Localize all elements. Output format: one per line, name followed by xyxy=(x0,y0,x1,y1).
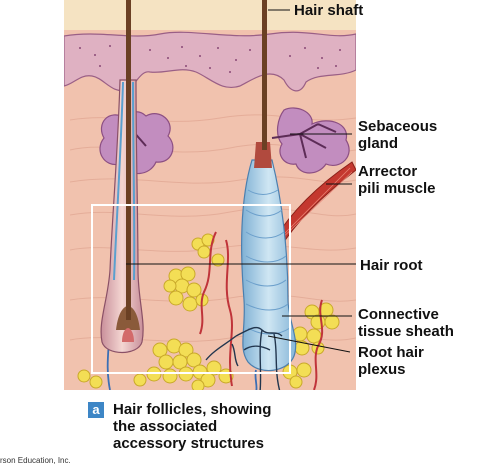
label-arrector-pili-line1: Arrector xyxy=(358,163,418,180)
copyright-notice: rson Education, Inc. xyxy=(0,456,71,465)
hair-root-right xyxy=(254,142,272,168)
caption-line3: accessory structures xyxy=(113,435,264,452)
label-connective-tissue-sheath: Connective tissue sheath xyxy=(358,306,454,340)
sheath-texture xyxy=(245,189,291,335)
caption-line2: the associated xyxy=(113,418,218,435)
label-connective-line2: tissue sheath xyxy=(358,323,454,340)
label-arrector-pili-line2: pili muscle xyxy=(358,180,436,197)
figure-part-badge: a xyxy=(88,402,104,418)
label-sebaceous-gland-line2: gland xyxy=(358,135,398,152)
label-sebaceous-gland-line1: Sebaceous xyxy=(358,118,438,135)
papilla-left xyxy=(122,328,134,342)
hair-shaft-right xyxy=(262,0,267,150)
caption-line1: Hair follicles, showing xyxy=(113,401,272,418)
sheath-left xyxy=(113,81,136,281)
epidermis-cells xyxy=(79,45,341,73)
connective-tissue-sheath xyxy=(241,159,297,372)
label-root-hair-line1: Root hair xyxy=(358,344,424,361)
leader-lines xyxy=(126,9,356,353)
label-root-hair-line2: plexus xyxy=(358,361,406,378)
detail-frame xyxy=(91,204,291,374)
stratum-corneum xyxy=(64,0,356,30)
label-arrector-pili: Arrector pili muscle xyxy=(358,163,436,197)
hair-shaft-left xyxy=(126,0,131,320)
label-hair-root: Hair root xyxy=(360,257,423,274)
label-connective-line1: Connective xyxy=(358,306,439,323)
figure-caption: Hair follicles, showing the associated a… xyxy=(113,401,271,452)
root-hair-plexus xyxy=(205,326,283,390)
label-hair-shaft: Hair shaft xyxy=(294,2,364,19)
label-root-hair-plexus: Root hair plexus xyxy=(358,344,424,378)
label-sebaceous-gland: Sebaceous gland xyxy=(358,118,437,152)
